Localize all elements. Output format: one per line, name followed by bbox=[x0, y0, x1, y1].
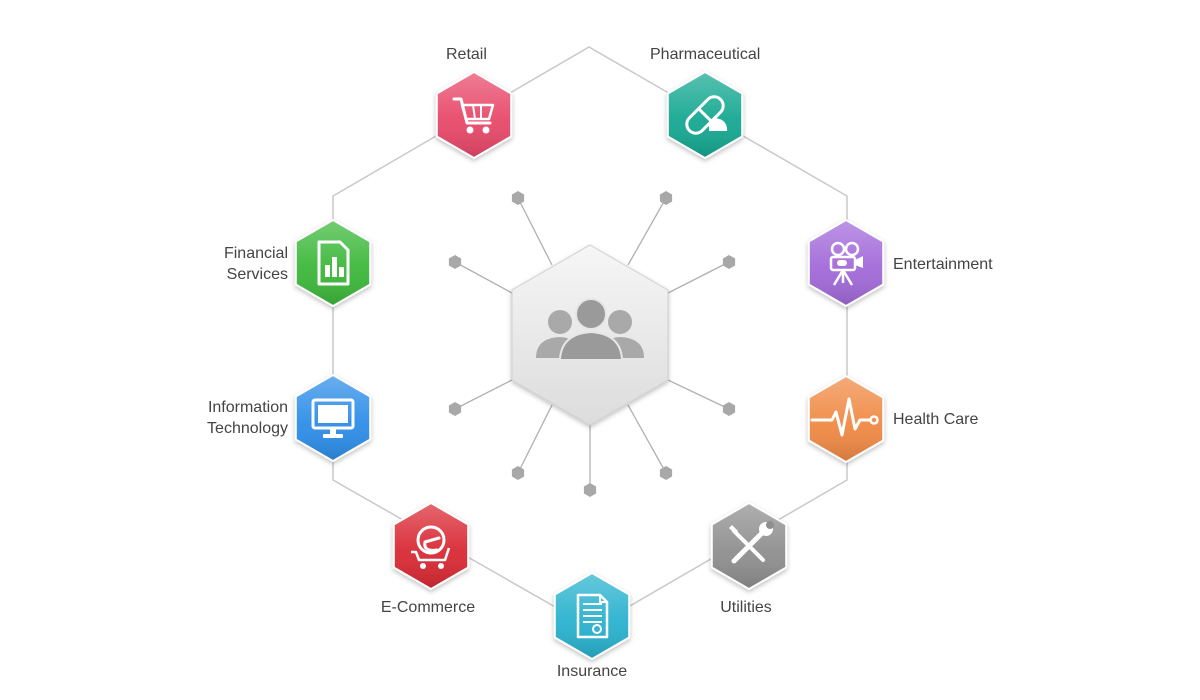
spoke-end-dot bbox=[659, 466, 673, 480]
node-e-commerce bbox=[392, 501, 470, 591]
hexagon-gloss bbox=[394, 504, 468, 588]
spoke-end-dot bbox=[583, 483, 597, 497]
label-e-commerce: E-Commerce bbox=[368, 597, 488, 618]
spoke bbox=[627, 197, 667, 266]
label-line: Health Care bbox=[893, 411, 979, 428]
label-utilities: Utilities bbox=[706, 597, 786, 618]
spoke bbox=[517, 197, 553, 266]
industry-nodes bbox=[294, 70, 885, 661]
label-line: E-Commerce bbox=[380, 599, 476, 616]
spoke-end-dot bbox=[448, 255, 462, 269]
spoke bbox=[667, 261, 730, 294]
spoke bbox=[454, 379, 513, 410]
node-pharmaceutical bbox=[666, 70, 744, 160]
bar-chart-document-icon bbox=[317, 240, 350, 286]
label-line: Information bbox=[207, 399, 288, 416]
label-health-care: Health Care bbox=[893, 409, 978, 430]
node-entertainment bbox=[807, 218, 885, 308]
node-retail bbox=[435, 70, 513, 160]
spoke-end-dot bbox=[722, 402, 736, 416]
label-line: Financial bbox=[223, 245, 288, 262]
spoke-end-dot bbox=[722, 255, 736, 269]
label-insurance: Insurance bbox=[542, 661, 642, 682]
label-line: Insurance bbox=[556, 663, 628, 680]
wrench-screwdriver-icon bbox=[729, 521, 774, 564]
document-certificate-icon bbox=[576, 593, 609, 639]
spoke bbox=[454, 261, 513, 294]
ecommerce-cart-icon bbox=[411, 525, 451, 569]
label-line: Pharmaceutical bbox=[650, 46, 761, 63]
label-line: Entertainment bbox=[893, 256, 993, 273]
film-camera-icon bbox=[829, 241, 863, 286]
people-group-icon bbox=[536, 298, 644, 361]
spoke bbox=[667, 379, 730, 410]
pill-icon bbox=[685, 95, 728, 135]
spoke bbox=[627, 404, 667, 474]
node-insurance bbox=[553, 571, 631, 661]
spoke-end-dot bbox=[659, 191, 673, 205]
label-pharmaceutical: Pharmaceutical bbox=[650, 44, 760, 65]
label-line: Utilities bbox=[720, 599, 772, 616]
spoke bbox=[517, 404, 553, 474]
label-entertainment: Entertainment bbox=[893, 254, 993, 275]
spoke-end-dot bbox=[511, 466, 525, 480]
hub-spokes bbox=[454, 197, 730, 490]
label-retail: Retail bbox=[446, 44, 487, 65]
spoke-end-dots bbox=[448, 191, 736, 497]
node-information-technology bbox=[294, 373, 372, 463]
spoke-end-dot bbox=[511, 191, 525, 205]
node-financial-services bbox=[294, 218, 372, 308]
node-utilities bbox=[710, 501, 788, 591]
label-line: Services bbox=[226, 266, 288, 283]
monitor-icon bbox=[311, 398, 355, 438]
shopping-cart-icon bbox=[452, 97, 495, 134]
label-line: Technology bbox=[207, 420, 288, 437]
node-health-care bbox=[807, 374, 885, 464]
label-line: Retail bbox=[446, 46, 487, 63]
spoke-end-dot bbox=[448, 402, 462, 416]
heartbeat-icon bbox=[810, 397, 879, 437]
